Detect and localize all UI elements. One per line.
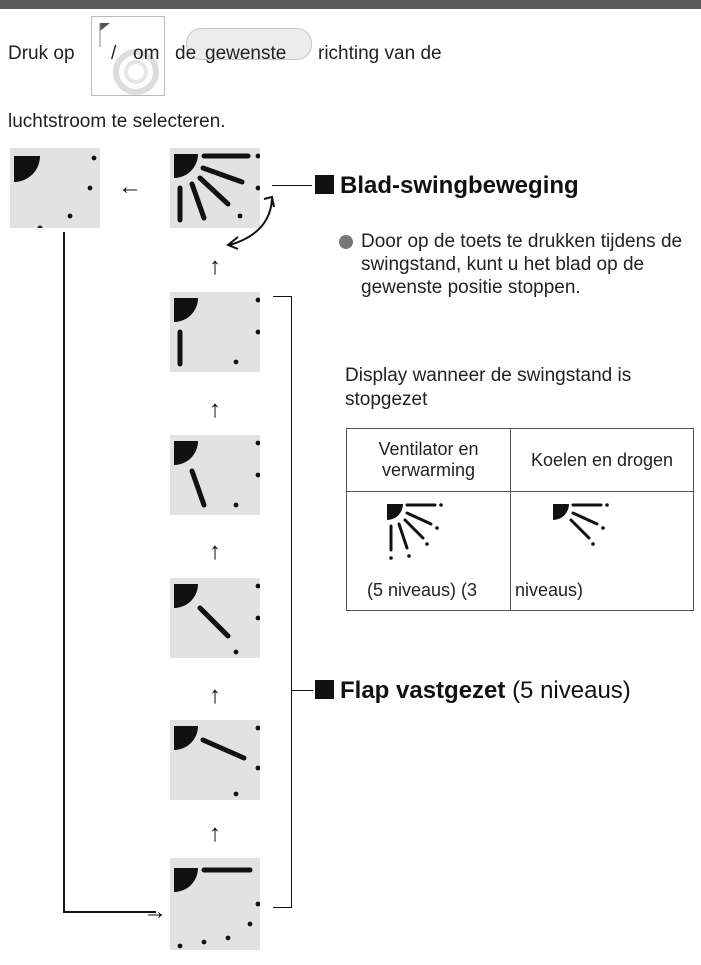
table-header-cool-dry: Koelen en drogen: [510, 428, 694, 492]
fixed-connector: [291, 690, 313, 691]
louver-panel-fixed-1: [170, 292, 260, 372]
swing-heading: Blad-swingbeweging: [315, 172, 579, 200]
display-table: Ventilator en verwarming Koelen en droge…: [346, 428, 694, 611]
three-level-louver-icon: [551, 500, 611, 560]
square-marker-icon: [315, 680, 334, 699]
arrow-right: →: [143, 898, 167, 925]
swing-button-icon: [91, 16, 165, 96]
table-caption-fan-heat: (5 niveaus) (3: [367, 580, 478, 600]
table-caption-cool-dry: niveaus): [515, 580, 584, 600]
arrow-up: ↑: [209, 538, 221, 565]
instruction-om: om: [133, 43, 160, 64]
fixed-levels-bracket: [273, 296, 292, 908]
return-line-vertical: [63, 232, 65, 913]
louver-panel-fixed-5: [170, 858, 260, 950]
table-header-fan-heat: Ventilator en verwarming: [346, 428, 511, 492]
instruction-gewenste: gewenste: [205, 43, 287, 64]
instruction-line-2: luchtstroom te selecteren.: [8, 111, 226, 132]
instruction-de: de: [175, 43, 197, 64]
instruction-suffix: richting van de: [318, 43, 442, 64]
swing-arc-icon: [226, 195, 276, 250]
arrow-left: ←: [118, 173, 142, 200]
return-line-horizontal: [63, 911, 156, 913]
louver-panel-fixed-4: [170, 720, 260, 800]
louver-panel-fixed-3: [170, 578, 260, 658]
table-cell-fan-heat: (5 niveaus) (3: [346, 491, 511, 611]
louver-panel-fixed-2: [170, 435, 260, 515]
button-slash: /: [111, 43, 117, 64]
swing-connector: [272, 185, 312, 186]
instruction-prefix: Druk op: [8, 43, 75, 64]
arrow-up: ↑: [209, 682, 221, 709]
square-marker-icon: [315, 175, 334, 194]
fixed-heading: Flap vastgezet (5 niveaus): [315, 677, 631, 705]
table-cell-cool-dry: niveaus): [510, 491, 694, 611]
arrow-up: ↑: [209, 820, 221, 847]
arrow-up: ↑: [209, 253, 221, 280]
arrow-up: ↑: [209, 396, 221, 423]
louver-panel-swing: [170, 148, 260, 228]
top-rule: [0, 0, 701, 9]
direction-button-outline: [186, 28, 312, 60]
bullet-icon: [339, 235, 353, 249]
display-caption: Display wanneer de swingstand is stopgez…: [345, 365, 632, 410]
five-level-louver-icon: [385, 500, 445, 566]
louver-panel-start: [10, 148, 100, 228]
